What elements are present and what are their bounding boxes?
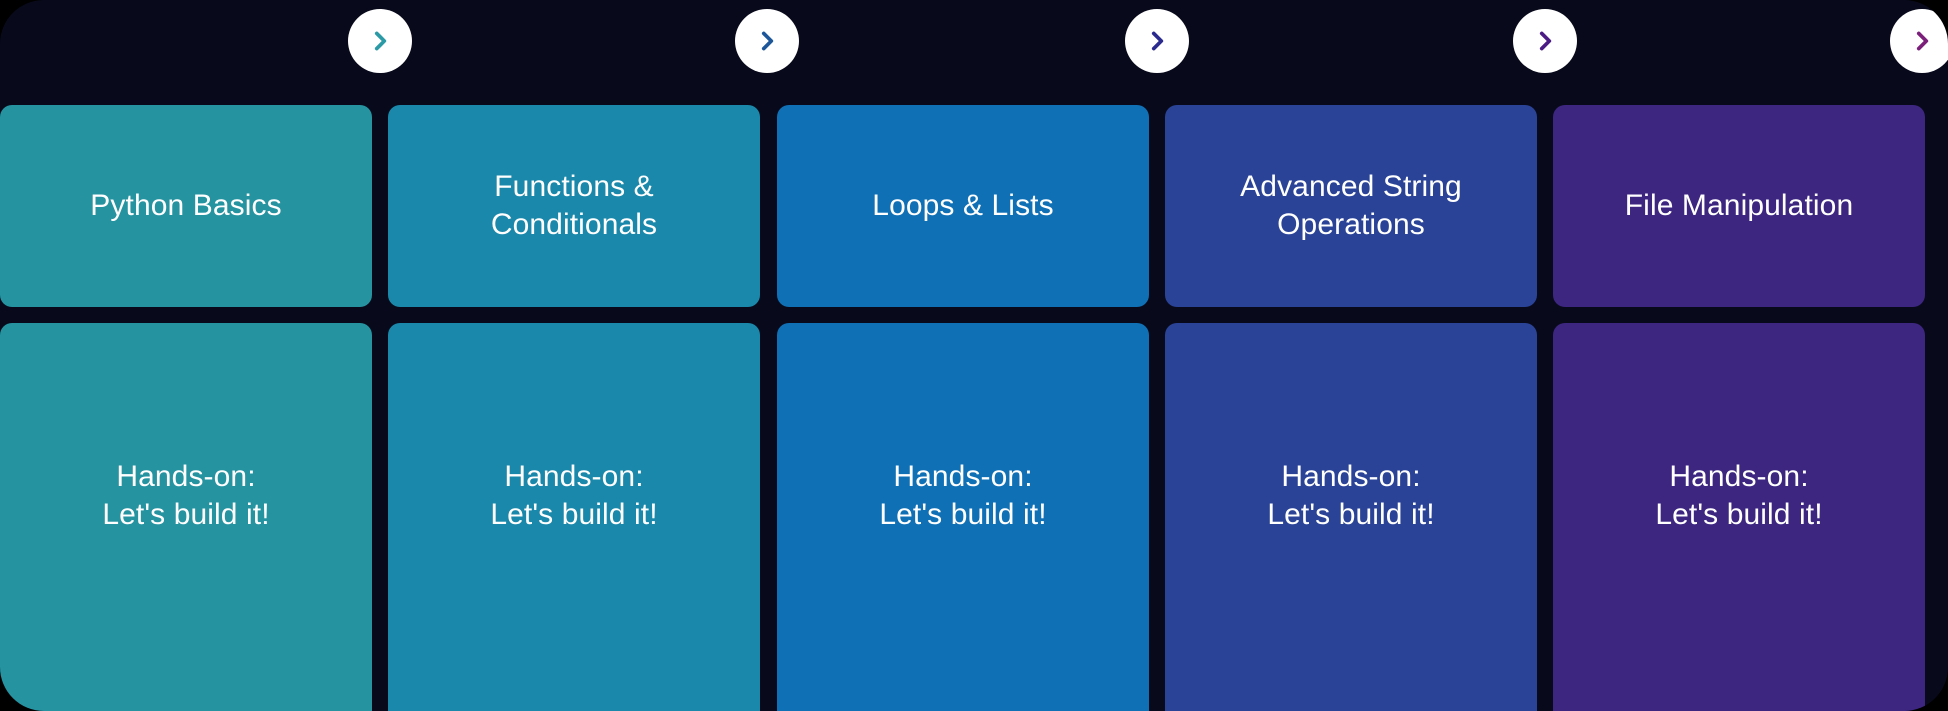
chevron-right-icon <box>1151 31 1164 51</box>
hands-on-card-text: Hands-on: Let's build it! <box>1267 458 1434 534</box>
chevron-right-icon <box>1916 31 1929 51</box>
next-step-arrow-1[interactable] <box>348 9 412 73</box>
next-step-arrow-3[interactable] <box>1125 9 1189 73</box>
topic-card-1[interactable]: Python Basics <box>0 105 372 307</box>
hands-on-line-2: Let's build it! <box>490 498 658 531</box>
topic-card-title: Loops & Lists <box>872 189 1054 223</box>
hands-on-line-1: Hands-on: <box>1669 460 1809 494</box>
topic-card-5[interactable]: File Manipulation <box>1553 105 1925 307</box>
topic-card-3[interactable]: Loops & Lists <box>777 105 1149 307</box>
hands-on-card-text: Hands-on: Let's build it! <box>879 458 1046 534</box>
chevron-right-icon <box>374 31 387 51</box>
next-step-arrow-2[interactable] <box>735 9 799 73</box>
topic-card-title: Functions & Conditionals <box>490 170 658 241</box>
hands-on-line-1: Hands-on: <box>1281 460 1421 494</box>
hands-on-line-1: Hands-on: <box>504 460 644 494</box>
hands-on-line-2: Let's build it! <box>1267 498 1435 531</box>
chevron-right-icon <box>1539 31 1552 51</box>
topic-card-title: File Manipulation <box>1624 189 1854 223</box>
hands-on-card-2[interactable]: Hands-on: Let's build it! <box>388 323 760 711</box>
hands-on-line-2: Let's build it! <box>102 498 270 531</box>
hands-on-card-1[interactable]: Hands-on: Let's build it! <box>0 323 372 711</box>
next-step-arrow-4[interactable] <box>1513 9 1577 73</box>
hands-on-card-4[interactable]: Hands-on: Let's build it! <box>1165 323 1537 711</box>
hands-on-card-text: Hands-on: Let's build it! <box>1655 458 1822 534</box>
module-column-3: Loops & Lists Hands-on: Let's build it! <box>777 0 1149 711</box>
hands-on-card-text: Hands-on: Let's build it! <box>102 458 269 534</box>
hands-on-line-2: Let's build it! <box>1655 498 1823 531</box>
hands-on-card-text: Hands-on: Let's build it! <box>490 458 657 534</box>
hands-on-card-3[interactable]: Hands-on: Let's build it! <box>777 323 1149 711</box>
hands-on-card-5[interactable]: Hands-on: Let's build it! <box>1553 323 1925 711</box>
module-column-1: Python Basics Hands-on: Let's build it! <box>0 0 372 711</box>
topic-card-2[interactable]: Functions & Conditionals <box>388 105 760 307</box>
next-step-arrow-5[interactable] <box>1890 9 1948 73</box>
hands-on-line-1: Hands-on: <box>893 460 1033 494</box>
module-column-2: Functions & Conditionals Hands-on: Let's … <box>388 0 760 711</box>
module-column-5: File Manipulation Hands-on: Let's build i… <box>1553 0 1925 711</box>
topic-card-title: Python Basics <box>90 189 282 223</box>
hands-on-line-1: Hands-on: <box>116 460 256 494</box>
hands-on-line-2: Let's build it! <box>879 498 1047 531</box>
topic-card-4[interactable]: Advanced String Operations <box>1165 105 1537 307</box>
chevron-right-icon <box>761 31 774 51</box>
progression-arrow-strip <box>0 0 1948 90</box>
module-column-4: Advanced String Operations Hands-on: Let'… <box>1165 0 1537 711</box>
topic-card-title: Advanced String Operations <box>1240 170 1462 241</box>
